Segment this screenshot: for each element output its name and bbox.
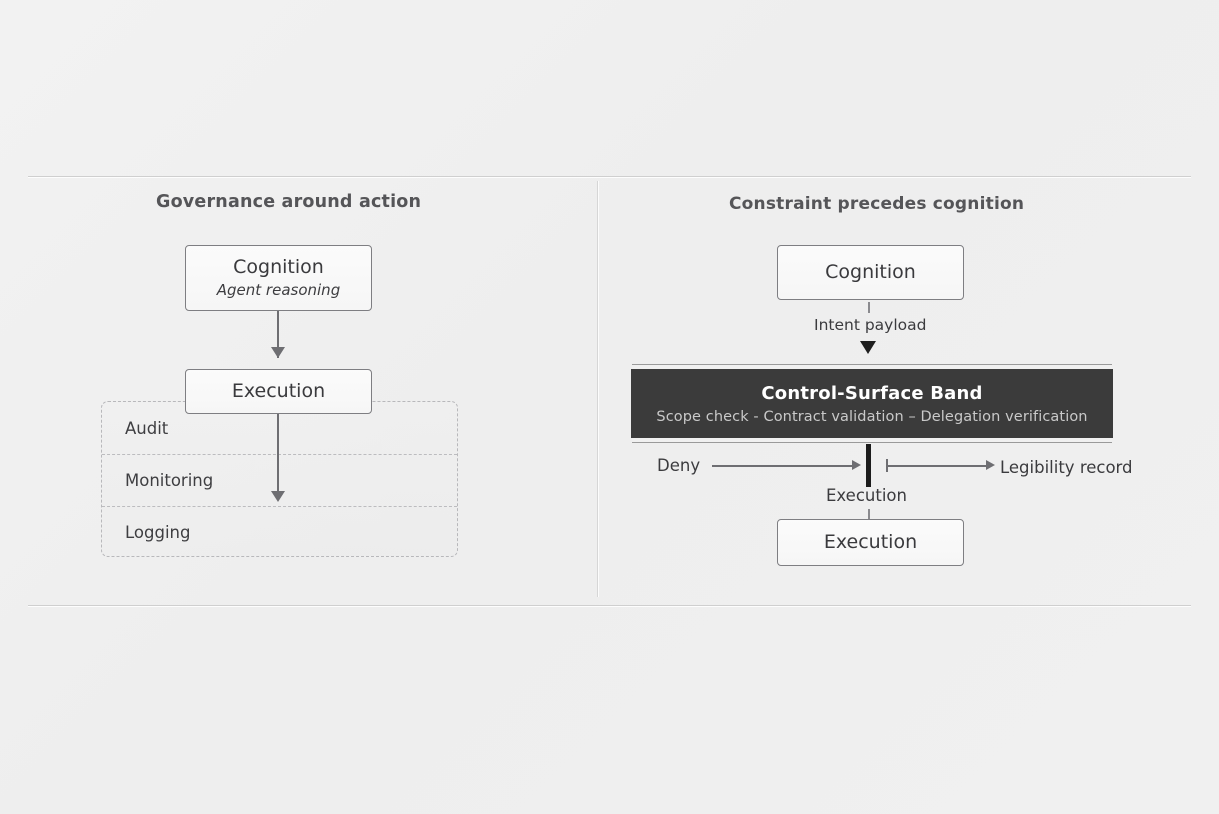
gate-bar	[866, 444, 871, 487]
left-panel-title: Governance around action	[156, 192, 422, 212]
governance-row-monitoring: Monitoring	[102, 454, 457, 506]
control-surface-band-subtitle: Scope check - Contract validation – Dele…	[656, 408, 1088, 425]
right-execution-node: Execution	[777, 519, 964, 566]
deny-arrowhead	[852, 460, 861, 470]
left-execution-to-logging-line	[277, 414, 279, 499]
left-cognition-to-execution-arrowhead	[271, 347, 285, 358]
right-cognition-title: Cognition	[825, 261, 916, 284]
governance-row-audit: Audit	[125, 418, 169, 438]
left-execution-title: Execution	[231, 380, 326, 403]
top-divider-rule	[28, 176, 1191, 177]
gate-to-execution-line	[868, 509, 870, 519]
intent-payload-label: Intent payload	[814, 316, 927, 334]
left-cognition-title: Cognition	[233, 256, 324, 279]
cognition-to-band-arrowhead	[860, 341, 876, 354]
legibility-arrow-line	[886, 465, 990, 467]
governance-container: Audit Monitoring Logging	[101, 401, 458, 557]
control-surface-band: Control-Surface Band Scope check - Contr…	[631, 369, 1113, 438]
governance-row-logging: Logging	[102, 506, 457, 558]
left-cognition-to-execution-line	[277, 311, 279, 358]
bottom-divider-rule	[28, 605, 1191, 606]
left-execution-to-logging-arrowhead	[271, 491, 285, 502]
right-panel-title: Constraint precedes cognition	[729, 194, 1025, 214]
deny-label: Deny	[657, 456, 701, 475]
left-cognition-node: Cognition Agent reasoning	[185, 245, 372, 311]
control-surface-band-title: Control-Surface Band	[761, 382, 983, 404]
panel-separator	[597, 181, 598, 597]
legibility-record-label: Legibility record	[1000, 458, 1133, 477]
left-cognition-subtitle: Agent reasoning	[216, 280, 341, 299]
left-execution-node: Execution	[185, 369, 372, 414]
right-execution-title: Execution	[823, 531, 918, 554]
legibility-arrowhead	[986, 460, 995, 470]
right-cognition-node: Cognition	[777, 245, 964, 300]
deny-arrow-line	[712, 465, 855, 467]
cognition-to-band-line	[868, 302, 870, 313]
execution-edge-label: Execution	[826, 486, 907, 505]
